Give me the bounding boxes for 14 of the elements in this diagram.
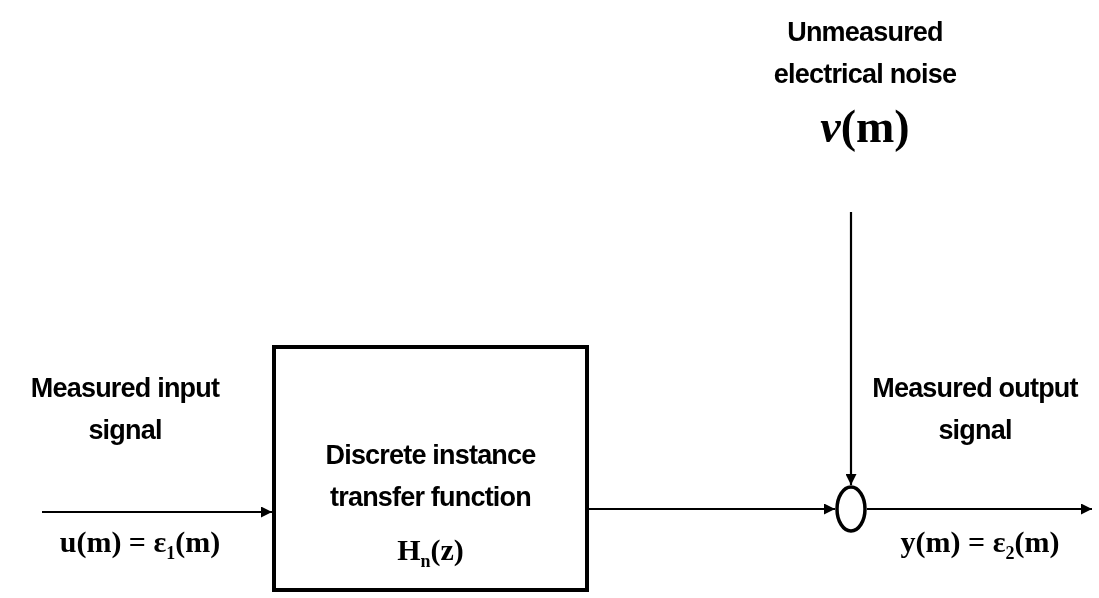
transfer-function-formula: H$_{n}$(z) bbox=[397, 532, 464, 572]
summing-junction bbox=[835, 485, 867, 533]
signal-arrow bbox=[589, 503, 835, 515]
signal-arrow bbox=[845, 212, 857, 485]
noise-label: Unmeasured electrical noise bbox=[772, 16, 958, 91]
signal-arrow bbox=[42, 506, 272, 518]
noise-formula: v(m) bbox=[820, 99, 910, 153]
signal-formula: u(m) = ε$_{1}$(m) bbox=[58, 525, 222, 564]
signal-formula: y(m) = ε$_{2}$(m) bbox=[899, 525, 1061, 564]
block-title: Discrete instance transfer function bbox=[324, 439, 537, 514]
process-block bbox=[272, 345, 589, 592]
signal-label: Measured output signal bbox=[871, 372, 1080, 447]
signal-label: Measured input signal bbox=[29, 372, 221, 447]
signal-arrow bbox=[867, 503, 1092, 515]
